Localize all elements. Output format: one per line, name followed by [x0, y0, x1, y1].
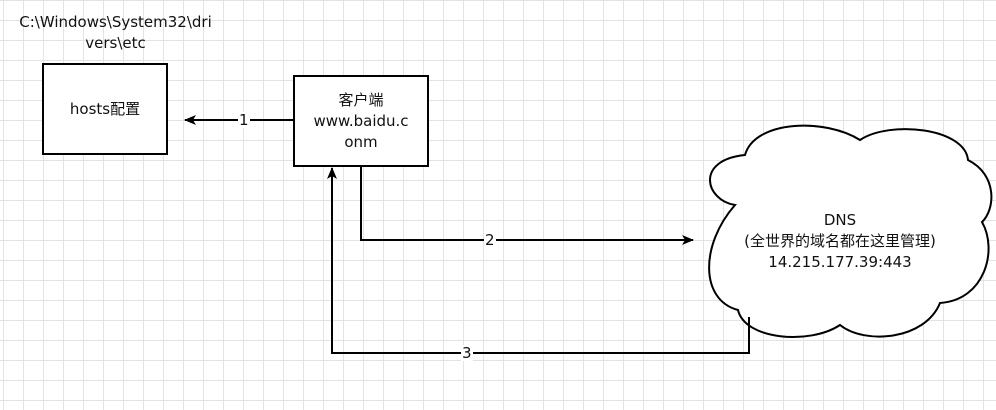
edge-3-label: 3 [461, 344, 473, 362]
dns-cloud-line-1: DNS [823, 211, 857, 229]
dns-cloud-label: DNS (全世界的域名都在这里管理) 14.215.177.39:443 [715, 210, 965, 273]
client-box-line-2: www.baidu.c [313, 111, 409, 130]
dns-cloud[interactable] [708, 124, 993, 338]
dns-cloud-line-2: (全世界的域名都在这里管理) [744, 232, 936, 250]
path-label-line-1: C:\Windows\System32\dri [19, 13, 212, 31]
edge-2-line [360, 166, 694, 245]
hosts-box-text: hosts配置 [69, 99, 141, 118]
edge-2-label: 2 [484, 231, 496, 249]
path-label-line-2: vers\etc [85, 34, 146, 52]
hosts-box-label: hosts配置 [43, 64, 167, 154]
client-box-line-1: 客户端 [338, 90, 384, 109]
client-box[interactable] [293, 75, 429, 167]
client-box-label: 客户端 www.baidu.c onm [294, 76, 428, 166]
path-label: C:\Windows\System32\dri vers\etc [8, 12, 223, 54]
hosts-box[interactable] [42, 63, 168, 155]
client-box-line-3: onm [344, 132, 378, 151]
edge-1-label: 1 [238, 111, 250, 129]
edge-3-line [327, 167, 750, 354]
dns-cloud-line-3: 14.215.177.39:443 [768, 253, 912, 271]
